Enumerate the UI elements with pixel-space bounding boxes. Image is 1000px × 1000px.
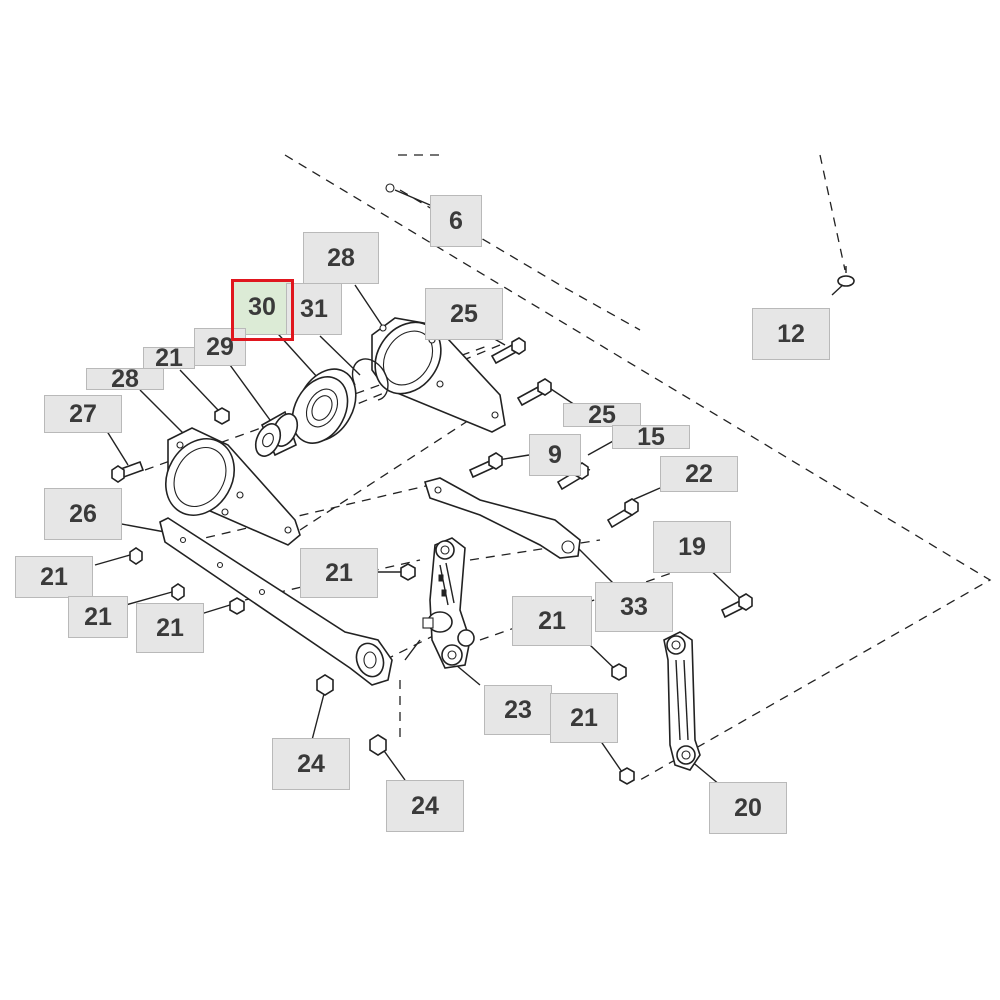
part-31-snap-ring xyxy=(351,358,389,401)
callout-21-mid[interactable]: 21 xyxy=(300,548,378,598)
part-27-bolt xyxy=(111,460,145,483)
part-20-link xyxy=(663,631,701,771)
callout-25-top[interactable]: 25 xyxy=(425,288,503,340)
part-22-bolt xyxy=(606,498,639,529)
part-33-bracket xyxy=(423,477,581,559)
callout-21-left[interactable]: 21 xyxy=(15,556,93,598)
callout-6[interactable]: 6 xyxy=(430,195,482,247)
callout-26[interactable]: 26 xyxy=(44,488,122,540)
part-19-bolt xyxy=(720,593,753,619)
part-25-bolts xyxy=(490,337,552,407)
callout-21-right[interactable]: 21 xyxy=(512,596,592,646)
callout-21-lower-left[interactable]: 21 xyxy=(68,596,128,638)
part-24-nuts xyxy=(316,674,387,756)
part-21-nut-top xyxy=(214,407,230,425)
callout-25-lower[interactable]: 25 xyxy=(563,401,641,429)
dashed-frame xyxy=(284,154,992,781)
callout-15[interactable]: 15 xyxy=(612,423,690,451)
part-28-flange-plate-right xyxy=(371,317,506,433)
callout-21-bottom[interactable]: 21 xyxy=(550,693,618,743)
callout-24-right[interactable]: 24 xyxy=(386,780,464,832)
part-12-screw xyxy=(837,266,855,287)
part-26-arm xyxy=(159,517,393,686)
callout-28-right[interactable]: 28 xyxy=(303,232,379,284)
callout-9[interactable]: 9 xyxy=(529,434,581,476)
callout-27[interactable]: 27 xyxy=(44,395,122,433)
part-6-pin xyxy=(385,183,395,193)
callout-12[interactable]: 12 xyxy=(752,308,830,360)
callout-21-lower[interactable]: 21 xyxy=(136,603,204,653)
part-30-bearing xyxy=(291,368,357,444)
callout-22[interactable]: 22 xyxy=(660,456,738,492)
callout-23[interactable]: 23 xyxy=(484,685,552,735)
callout-30[interactable]: 30 xyxy=(232,280,292,335)
callout-24-left[interactable]: 24 xyxy=(272,738,350,790)
part-28-flange-plate-left xyxy=(165,427,301,546)
part-9-bolt xyxy=(468,452,503,479)
callout-21-top[interactable]: 21 xyxy=(143,344,195,372)
part-23-link xyxy=(422,537,475,669)
part-21-nuts xyxy=(129,547,635,785)
callout-19[interactable]: 19 xyxy=(653,521,731,573)
callout-20[interactable]: 20 xyxy=(709,782,787,834)
part-29-spacer xyxy=(254,410,299,457)
callout-33[interactable]: 33 xyxy=(595,582,673,632)
stud xyxy=(404,639,421,661)
callout-31[interactable]: 31 xyxy=(286,283,342,335)
callout-29[interactable]: 29 xyxy=(194,328,246,366)
callout-28-left[interactable]: 28 xyxy=(86,365,164,393)
